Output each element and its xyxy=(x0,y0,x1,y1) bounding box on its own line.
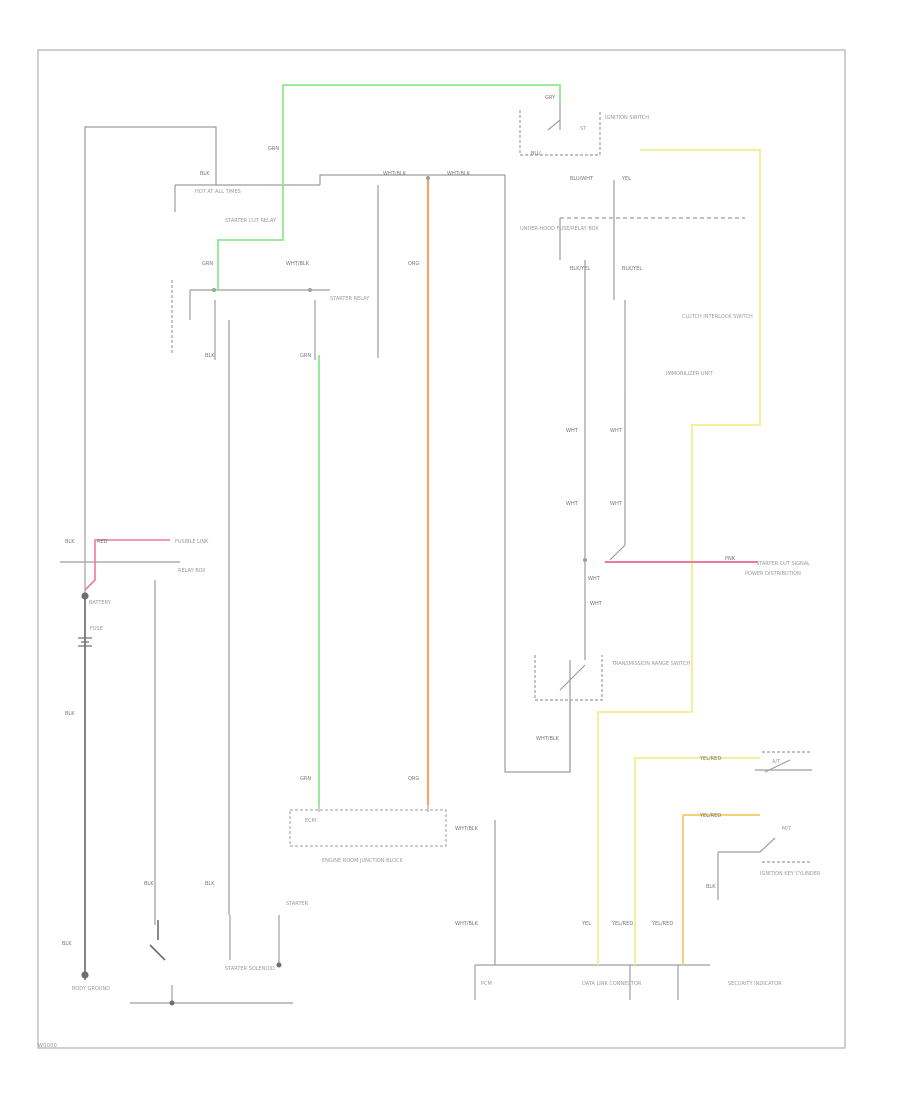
wire-code-wht-4: WHT xyxy=(610,501,623,507)
label-starter-solenoid: STARTER SOLENOID xyxy=(225,966,275,972)
wire-code-blk-2: BLK xyxy=(205,353,215,359)
right-control-section xyxy=(474,105,812,1000)
label-engine-room-junction-block: ENGINE ROOM JUNCTION BLOCK xyxy=(322,858,404,864)
wire-code-yel-red-1: YEL/RED xyxy=(611,921,633,927)
wire-code-org-2: ORG xyxy=(408,776,419,782)
wire-code-grn-1: GRN xyxy=(268,146,279,152)
wire-code-wht-blk-2: WHT/BLK xyxy=(447,171,471,177)
label-ecm: ECM xyxy=(305,818,316,824)
wire-code-blu: BLU xyxy=(531,151,541,157)
footer-code: W0000 xyxy=(38,1043,58,1049)
wire-code-blk-4: BLK xyxy=(65,711,75,717)
yellow-wire-branch xyxy=(634,757,760,965)
yellow-wire-branch-2 xyxy=(682,814,760,965)
label-fuse: FUSE xyxy=(90,626,103,632)
wire-code-yel-2: YEL xyxy=(621,176,631,182)
label-relay-box: RELAY BOX xyxy=(178,568,206,574)
wire-code-blk-7: BLK xyxy=(205,881,215,887)
wire-code-blk-yel-2: BLK/YEL xyxy=(622,266,642,272)
wire-code-wht-6: WHT xyxy=(590,601,603,607)
wire-code-wht-3: WHT xyxy=(566,501,579,507)
label-ignition-key-cylinder: IGNITION KEY CYLINDER xyxy=(760,871,821,877)
diagram-frame xyxy=(37,49,846,1049)
wire-code-wht-blk-3: WHT/BLK xyxy=(286,261,310,267)
yellow-wire xyxy=(597,149,761,965)
battery-symbol xyxy=(78,592,92,979)
label-immobilizer-unit: IMMOBILIZER UNIT xyxy=(666,371,714,377)
left-power-section xyxy=(60,126,571,1004)
wire-code-grn-2: GRN xyxy=(202,261,213,267)
wire-code-org-1: ORG xyxy=(408,261,419,267)
label-starter-cut-relay: STARTER CUT RELAY xyxy=(225,218,277,224)
wire-code-yel-red-3: YEL/RED xyxy=(699,756,721,762)
battery-cable xyxy=(84,595,166,980)
wire-code-blk-1: BLK xyxy=(200,171,210,177)
label-underhood-fuse-relay-box: UNDER-HOOD FUSE/RELAY BOX xyxy=(520,226,599,232)
wire-code-blk-5: BLK xyxy=(144,881,154,887)
wire-code-blk-yel-1: BLK/YEL xyxy=(570,266,590,272)
wire-code-blk-6: BLK xyxy=(62,941,72,947)
wire-code-grn-4: GRN xyxy=(300,776,311,782)
labels: HOT AT ALL TIMES IGNITION SWITCH ST STAR… xyxy=(62,95,821,992)
wire-code-pnk: PNK xyxy=(725,556,736,562)
wire-code-wht-blk-5: WHT/BLK xyxy=(455,921,479,927)
wire-code-blk-8: BLK xyxy=(706,884,716,890)
wire-code-grn-3: GRN xyxy=(300,353,311,359)
wire-code-wht-blk-1: WHT/BLK xyxy=(383,171,407,177)
label-clutch-interlock-switch: CLUTCH INTERLOCK SWITCH xyxy=(682,314,753,320)
label-data-link: DATA LINK CONNECTOR xyxy=(582,981,642,987)
label-body-ground: BODY GROUND xyxy=(72,986,110,992)
wire-code-blu-wht: BLU/WHT xyxy=(570,176,594,182)
wire-code-gry: GRY xyxy=(545,95,556,101)
label-hot-at-all-times: HOT AT ALL TIMES xyxy=(195,189,241,195)
label-transmission-range-switch: TRANSMISSION RANGE SWITCH xyxy=(611,661,690,667)
label-ignition-switch: IGNITION SWITCH xyxy=(605,115,649,121)
wire-code-wht-5: WHT xyxy=(588,576,601,582)
wire-code-yel-red-4: YEL/RED xyxy=(699,813,721,819)
label-fusible-link: FUSIBLE LINK xyxy=(175,539,209,545)
wire-code-blk-3: BLK xyxy=(65,539,75,545)
label-at: A/T xyxy=(772,759,781,765)
label-battery: BATTERY xyxy=(89,600,112,606)
label-st: ST xyxy=(580,126,587,132)
pink-wire-left xyxy=(84,539,170,591)
wire-code-wht-2: WHT xyxy=(610,428,623,434)
wire-code-wht-1: WHT xyxy=(566,428,579,434)
label-power-distribution: POWER DISTRIBUTION xyxy=(745,571,801,577)
label-security-indicator: SECURITY INDICATOR xyxy=(728,981,782,987)
wire-code-red-1: RED xyxy=(97,539,108,545)
junction-dots xyxy=(169,176,587,1006)
label-mt: M/T xyxy=(782,826,792,832)
wire-code-wht-blk-4: WHT/BLK xyxy=(455,826,479,832)
label-starter: STARTER xyxy=(286,901,309,907)
label-starter-relay: STARTER RELAY xyxy=(330,296,370,302)
wire-code-wht-blk-6: WHT/BLK xyxy=(536,736,560,742)
label-pcm: PCM xyxy=(481,981,492,987)
wire-code-yel-1: YEL xyxy=(581,921,591,927)
label-starter-cut-signal: STARTER CUT SIGNAL xyxy=(756,561,810,567)
ecm-connector xyxy=(289,805,447,847)
wire-code-yel-red-2: YEL/RED xyxy=(651,921,673,927)
green-wire xyxy=(214,84,561,291)
